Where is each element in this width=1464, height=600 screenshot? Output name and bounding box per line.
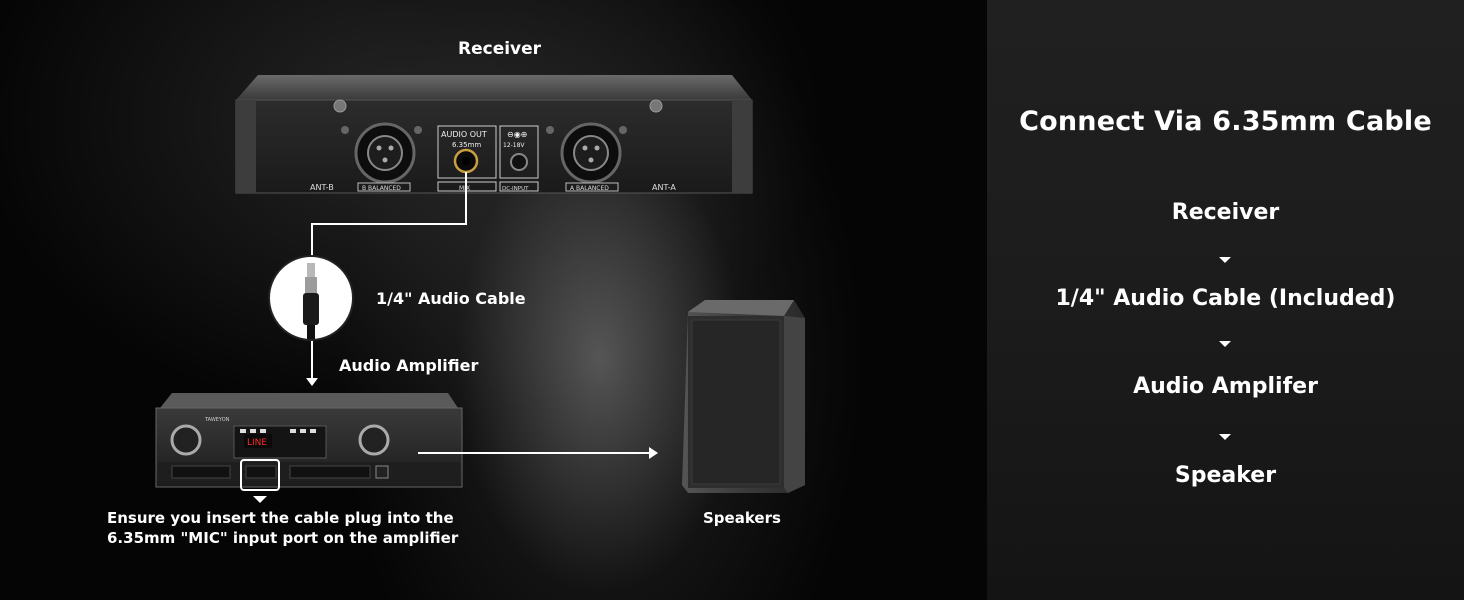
step-cable: 1/4" Audio Cable (Included) — [1055, 286, 1396, 311]
ant-b-label: ANT-B — [310, 183, 334, 192]
note-line-1: Ensure you insert the cable plug into th… — [107, 509, 454, 527]
dc-polarity-icon: ⊖◉⊕ — [507, 130, 527, 139]
step-speaker: Speaker — [1174, 463, 1277, 488]
steps-panel: Connect Via 6.35mm Cable Receiver 1/4" A… — [987, 0, 1464, 600]
audio-out-size: 6.35mm — [452, 141, 481, 149]
amplifier-label: Audio Amplifier — [339, 356, 479, 375]
audio-out-label: AUDIO OUT — [441, 130, 487, 139]
step-arrow-icon — [1219, 341, 1231, 347]
ant-a-label: ANT-A — [652, 183, 676, 192]
step-amplifier: Audio Amplifer — [1133, 374, 1318, 399]
right-arrow-icon — [649, 447, 658, 459]
receiver-label: Receiver — [458, 39, 542, 59]
speaker-device — [682, 300, 805, 493]
cable-label: 1/4" Audio Cable — [376, 289, 526, 308]
amplifier-brand: TAWEYON — [204, 417, 230, 423]
panel-title: Connect Via 6.35mm Cable — [1019, 106, 1432, 137]
step-arrow-icon — [1219, 434, 1231, 440]
dc-voltage-label: 12-18V — [503, 142, 525, 149]
mix-label: MIX — [459, 185, 470, 192]
step-arrow-icon — [1219, 257, 1231, 263]
amplifier-device: LINE TAWEYON — [155, 393, 463, 491]
down-arrow-icon — [306, 378, 318, 386]
mic-port-arrow-icon — [253, 496, 267, 503]
note-line-2: 6.35mm "MIC" input port on the amplifier — [107, 529, 459, 547]
b-balanced-label: B BALANCED — [362, 185, 401, 192]
speakers-label: Speakers — [703, 509, 781, 527]
dc-input-label: DC-INPUT — [502, 186, 529, 192]
a-balanced-label: A BALANCED — [570, 185, 609, 192]
step-receiver: Receiver — [1171, 200, 1280, 225]
amplifier-display: LINE — [247, 438, 267, 448]
